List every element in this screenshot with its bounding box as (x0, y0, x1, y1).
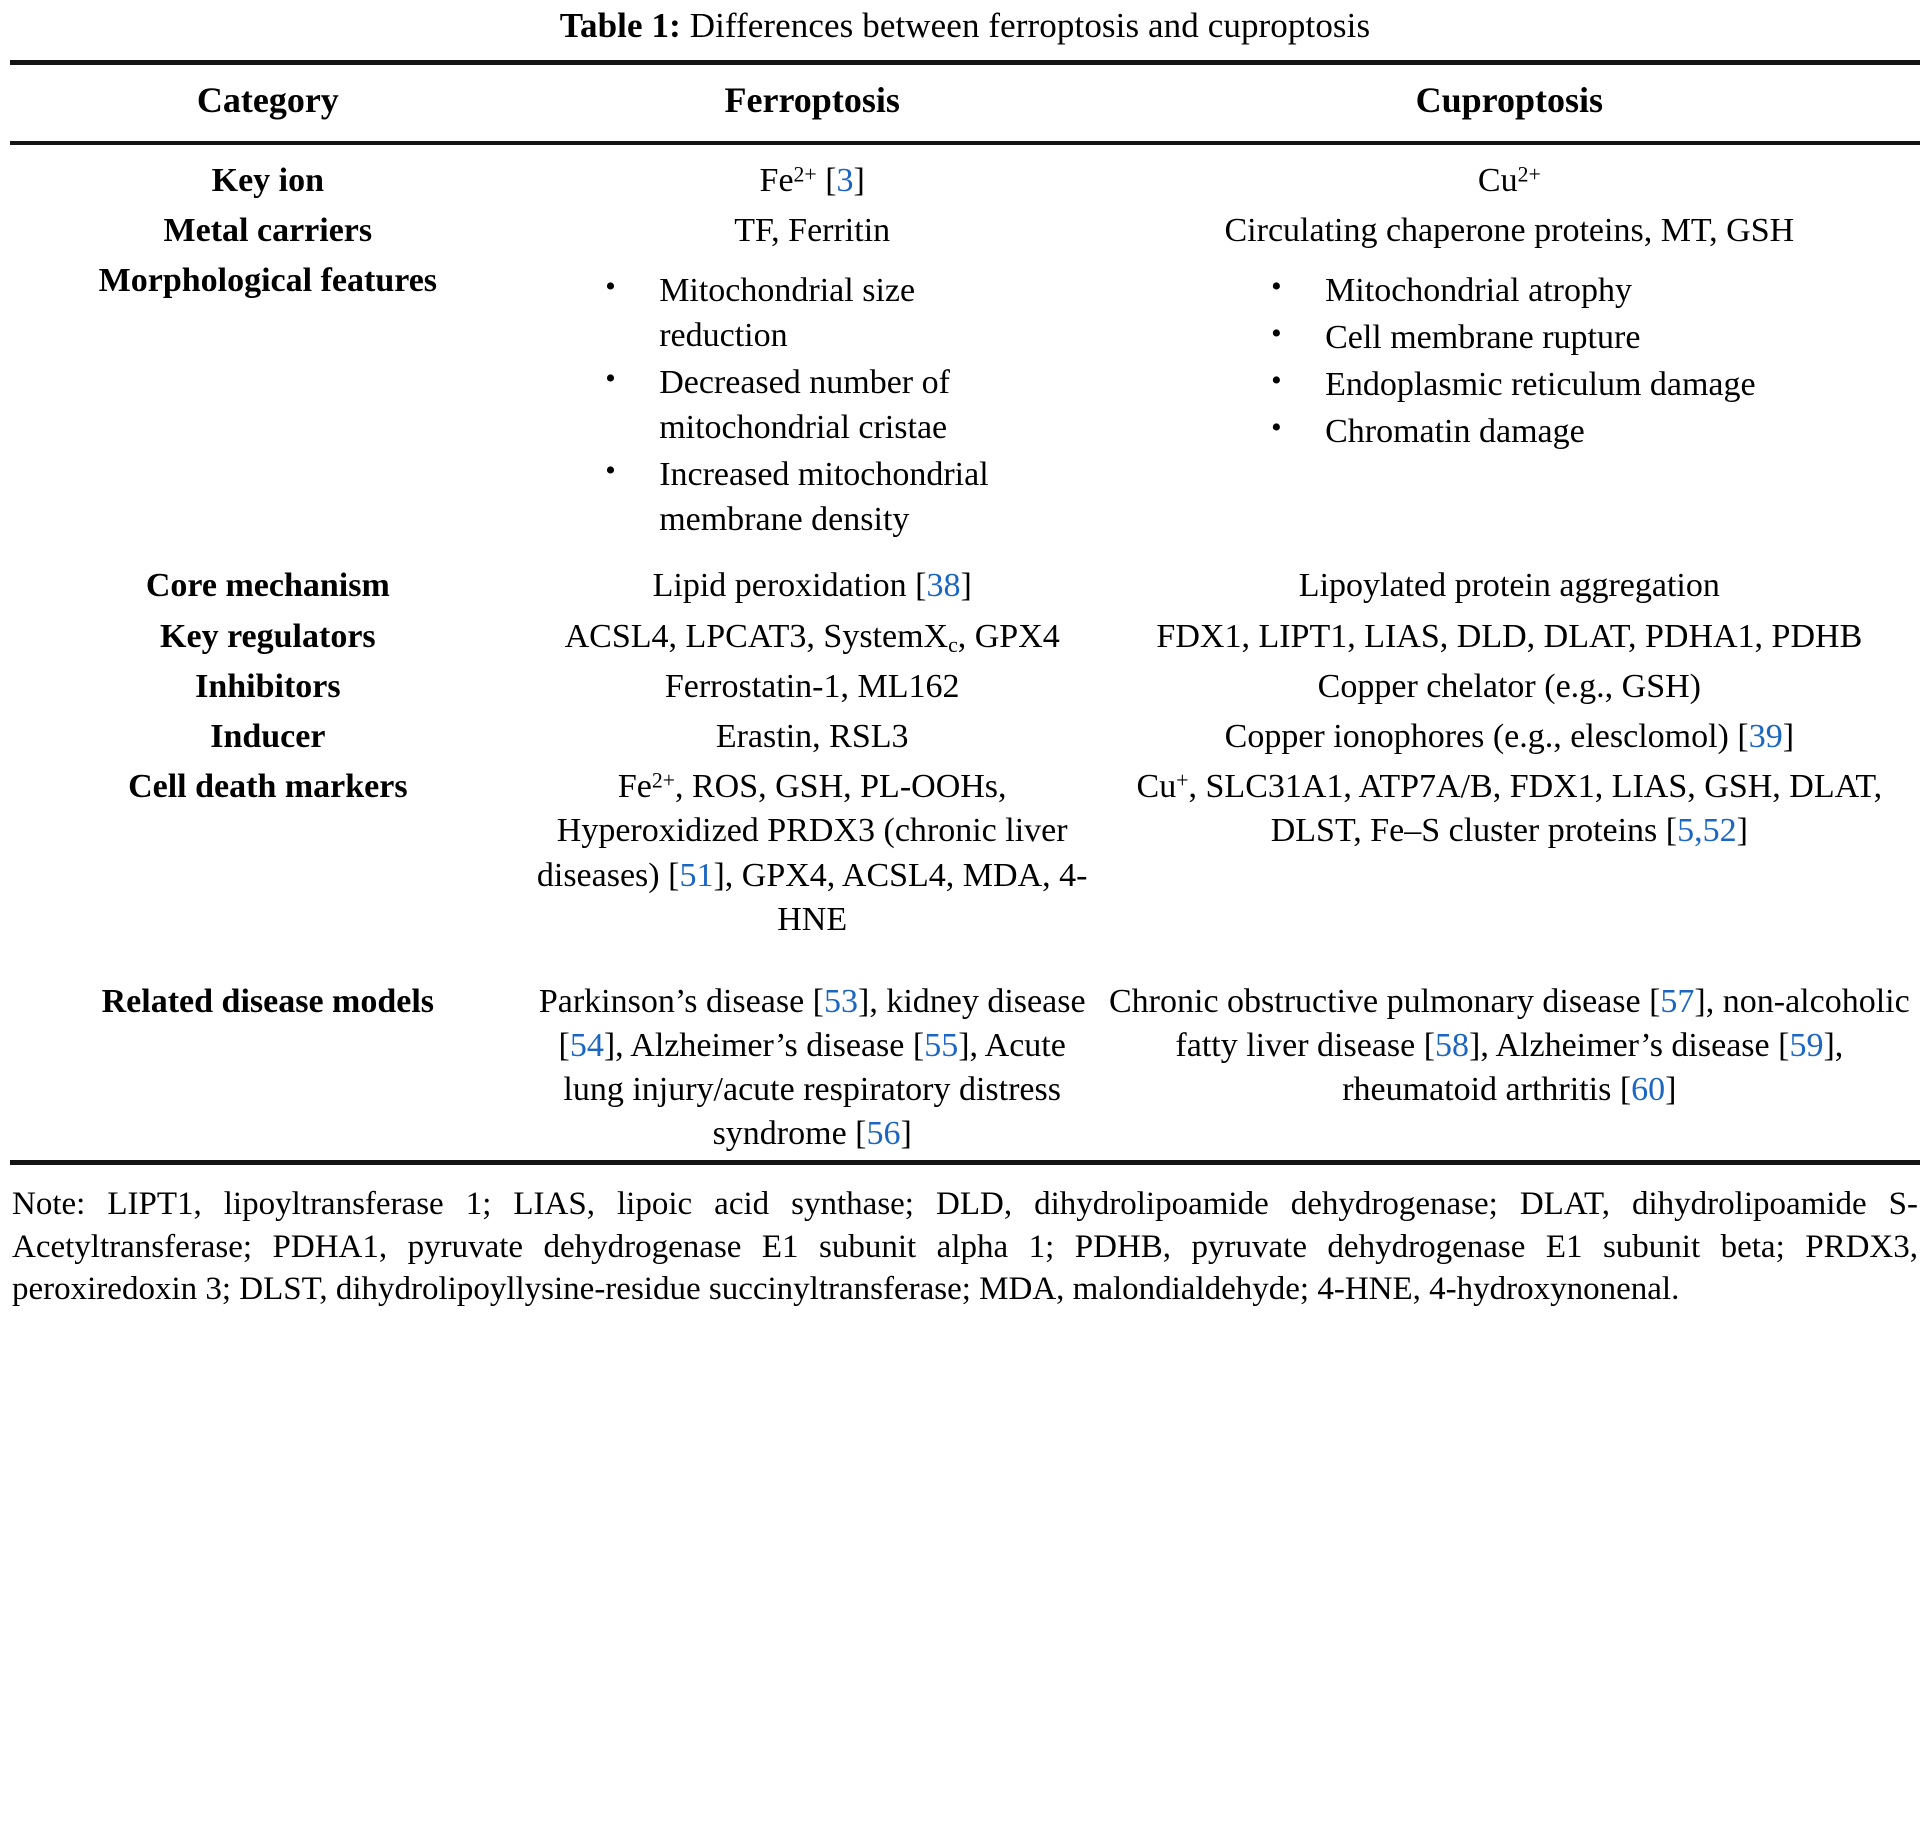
table-row: Related disease models Parkinson’s disea… (10, 977, 1920, 1160)
row-category-metal-carriers: Metal carriers (163, 211, 373, 249)
caption-label: Table 1: (559, 6, 681, 45)
table-rule-top (10, 59, 1920, 65)
bullet-list: Mitochondrial atrophyCell membrane ruptu… (1263, 267, 1756, 457)
row-category-core-mechanism: Core mechanism (145, 567, 390, 605)
cell-ferroptosis-inducer: Erastin, RSL3 (715, 717, 909, 755)
cell-cuproptosis-inducer: Copper ionophores (e.g., elesclomol) [39… (1224, 717, 1795, 755)
row-category-key-regulators: Key regulators (160, 617, 376, 655)
row-category-morphological-features: Morphological features (98, 262, 438, 300)
bullet-list-wrapper: Mitochondrial size reductionDecreased nu… (532, 259, 1093, 558)
cell-cuproptosis-key-ion: Cu2+ (1477, 161, 1541, 199)
table-row: Core mechanism Lipid peroxidation [38] L… (10, 561, 1920, 611)
row-category-related-disease-models: Related disease models (101, 982, 435, 1020)
bullet-list-item: Endoplasmic reticulum damage (1263, 361, 1756, 408)
cell-cuproptosis-cell-death-markers: Cu+, SLC31A1, ATP7A/B, FDX1, LIAS, GSH, … (1136, 768, 1883, 850)
table-row: Inhibitors Ferrostatin-1, ML162 Copper c… (10, 662, 1920, 712)
row-category-inhibitors: Inhibitors (195, 667, 341, 705)
caption-text: Differences between ferroptosis and cupr… (680, 6, 1371, 45)
table-row: Inducer Erastin, RSL3 Copper ionophores … (10, 712, 1920, 762)
row-category-key-ion: Key ion (211, 161, 325, 199)
cell-cuproptosis-inhibitors: Copper chelator (e.g., GSH) (1317, 667, 1702, 705)
table-rule-header (10, 140, 1920, 145)
cell-ferroptosis-morphological-features: Mitochondrial size reductionDecreased nu… (526, 256, 1099, 561)
header-row: Category Ferroptosis Cuproptosis (10, 65, 1920, 141)
table-row: Key ion Fe2+ [3] Cu2+ (10, 145, 1920, 206)
cell-ferroptosis-related-disease-models: Parkinson’s disease [53], kidney disease… (538, 982, 1086, 1153)
bullet-list: Mitochondrial size reductionDecreased nu… (597, 267, 1027, 544)
column-header-cuproptosis: Cuproptosis (1415, 79, 1604, 120)
cell-ferroptosis-core-mechanism: Lipid peroxidation [38] (652, 567, 972, 605)
table-body: Key ion Fe2+ [3] Cu2+ Metal carriers TF,… (10, 145, 1920, 1160)
cell-cuproptosis-metal-carriers: Circulating chaperone proteins, MT, GSH (1224, 211, 1795, 249)
cell-ferroptosis-cell-death-markers: Fe2+, ROS, GSH, PL-OOHs, Hyperoxidized P… (536, 768, 1088, 938)
cell-ferroptosis-key-regulators: ACSL4, LPCAT3, SystemXc, GPX4 (564, 617, 1060, 657)
cell-ferroptosis-key-ion: Fe2+ [3] (759, 161, 865, 199)
cell-ferroptosis-metal-carriers: TF, Ferritin (734, 211, 891, 249)
bullet-list-wrapper: Mitochondrial atrophyCell membrane ruptu… (1105, 259, 1914, 471)
bullet-list-item: Mitochondrial size reduction (597, 267, 1027, 359)
table-caption: Table 1: Differences between ferroptosis… (10, 0, 1920, 60)
cell-ferroptosis-inhibitors: Ferrostatin-1, ML162 (664, 667, 960, 705)
cell-cuproptosis-morphological-features: Mitochondrial atrophyCell membrane ruptu… (1099, 256, 1920, 561)
comparison-table: Category Ferroptosis Cuproptosis (10, 65, 1920, 141)
column-header-ferroptosis: Ferroptosis (724, 79, 900, 120)
table-rule-bottom (10, 1159, 1920, 1165)
cell-cuproptosis-key-regulators: FDX1, LIPT1, LIAS, DLD, DLAT, PDHA1, PDH… (1156, 617, 1863, 655)
table-row: Morphological features Mitochondrial siz… (10, 256, 1920, 561)
table-row: Metal carriers TF, Ferritin Circulating … (10, 206, 1920, 256)
row-category-cell-death-markers: Cell death markers (128, 768, 408, 806)
bullet-list-item: Cell membrane rupture (1263, 314, 1756, 361)
cell-cuproptosis-core-mechanism: Lipoylated protein aggregation (1298, 567, 1720, 605)
bullet-list-item: Decreased number of mitochondrial crista… (597, 359, 1027, 451)
cell-cuproptosis-related-disease-models: Chronic obstructive pulmonary disease [5… (1109, 982, 1910, 1109)
bullet-list-item: Mitochondrial atrophy (1263, 267, 1756, 314)
table-note: Note: LIPT1, lipoyltransferase 1; LIAS, … (12, 1185, 1918, 1308)
row-category-inducer: Inducer (210, 717, 326, 755)
row-spacer (10, 945, 1920, 977)
bullet-list-item: Chromatin damage (1263, 408, 1756, 455)
table-row: Cell death markers Fe2+, ROS, GSH, PL-OO… (10, 762, 1920, 945)
table-header: Category Ferroptosis Cuproptosis (10, 65, 1920, 141)
bullet-list-item: Increased mitochondrial membrane density (597, 451, 1027, 543)
table-row: Key regulators ACSL4, LPCAT3, SystemXc, … (10, 612, 1920, 662)
column-header-category: Category (196, 79, 339, 120)
comparison-table-body: Key ion Fe2+ [3] Cu2+ Metal carriers TF,… (10, 145, 1920, 1160)
